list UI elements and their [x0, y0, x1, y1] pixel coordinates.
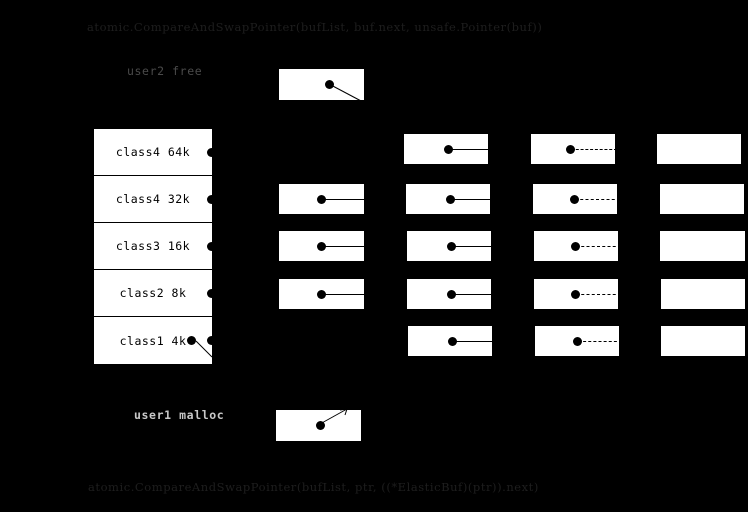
node-next-dashline: [578, 341, 622, 342]
malloc-node-pointer-dot: [316, 421, 325, 430]
node-dot: [444, 144, 453, 154]
list-node-r3-c2[interactable]: [279, 231, 365, 261]
class-row-head-dot: [207, 336, 216, 345]
class-row-class4-64k[interactable]: class4 64k: [94, 129, 216, 176]
list-node-r5-c3[interactable]: [408, 326, 492, 356]
class-row-class3-16k[interactable]: class3 16k: [94, 223, 216, 270]
label-user2-free: user2 free: [127, 64, 203, 78]
node-next-line: [322, 294, 365, 295]
class-row-head-dot: [207, 241, 216, 251]
node-dot: [317, 194, 326, 204]
user2-free-buffer-node[interactable]: [279, 69, 364, 100]
list-node-r4-c2[interactable]: [279, 279, 365, 309]
node-dot: [566, 144, 575, 154]
label-user1-malloc: user1 malloc: [134, 408, 225, 422]
node-next-dashline: [571, 149, 617, 150]
class-row-label: class1 4k: [119, 333, 187, 348]
node-dot: [571, 241, 580, 251]
node-dot: [447, 241, 456, 251]
size-class-column: class4 64k class4 32k class3 16k class2 …: [94, 129, 216, 364]
node-dot: [448, 336, 457, 346]
list-node-r4-c4[interactable]: [534, 279, 621, 309]
list-node-r1-c4[interactable]: [531, 134, 617, 164]
list-node-r2-c4[interactable]: [533, 184, 620, 214]
node-dot: [573, 336, 582, 346]
class-row-head-dot: [207, 288, 216, 298]
list-node-r2-c3[interactable]: [406, 184, 490, 214]
node-next-line: [449, 149, 488, 150]
class-row-class1-4k[interactable]: class1 4k: [94, 317, 216, 364]
list-node-r3-c4[interactable]: [534, 231, 621, 261]
class-row-head-dot: [207, 194, 216, 204]
node-next-line: [453, 341, 492, 342]
class-row-head-dot: [207, 147, 216, 157]
list-node-r4-c3[interactable]: [407, 279, 491, 309]
class-row-label: class4 32k: [115, 192, 191, 206]
list-node-r4-c5[interactable]: [661, 279, 745, 309]
class1-malloc-source-dot: [187, 336, 196, 345]
list-node-r2-c2[interactable]: [279, 184, 365, 214]
top-code-caption: atomic.CompareAndSwapPointer(bufList, bu…: [87, 20, 543, 34]
list-node-r5-c5[interactable]: [661, 326, 745, 356]
list-node-r5-c4[interactable]: [535, 326, 622, 356]
class-row-label: class3 16k: [115, 239, 191, 253]
node-dot: [570, 194, 579, 204]
node-next-dashline: [576, 246, 621, 247]
list-node-r1-c3[interactable]: [404, 134, 488, 164]
node-dot: [317, 289, 326, 299]
node-next-line: [322, 246, 365, 247]
node-next-line: [452, 246, 491, 247]
class-row-label: class4 64k: [115, 145, 191, 159]
node-dot: [446, 194, 455, 204]
node-next-dashline: [575, 199, 620, 200]
free-node-pointer-dot: [325, 80, 334, 89]
list-node-r1-c5[interactable]: [657, 134, 741, 164]
node-next-line: [451, 199, 490, 200]
node-dot: [317, 241, 326, 251]
node-next-dashline: [576, 294, 621, 295]
node-dot: [447, 289, 456, 299]
list-node-r2-c5[interactable]: [660, 184, 744, 214]
bottom-code-caption: atomic.CompareAndSwapPointer(bufList, pt…: [88, 480, 539, 494]
class-row-class4-32k[interactable]: class4 32k: [94, 176, 216, 223]
node-dot: [571, 289, 580, 299]
list-node-r3-c3[interactable]: [407, 231, 491, 261]
class-row-class2-8k[interactable]: class2 8k: [94, 270, 216, 317]
node-next-line: [452, 294, 491, 295]
list-node-r3-c5[interactable]: [660, 231, 745, 261]
class-row-label: class2 8k: [119, 286, 187, 300]
node-next-line: [322, 199, 365, 200]
user1-malloc-buffer-node[interactable]: [276, 410, 361, 441]
